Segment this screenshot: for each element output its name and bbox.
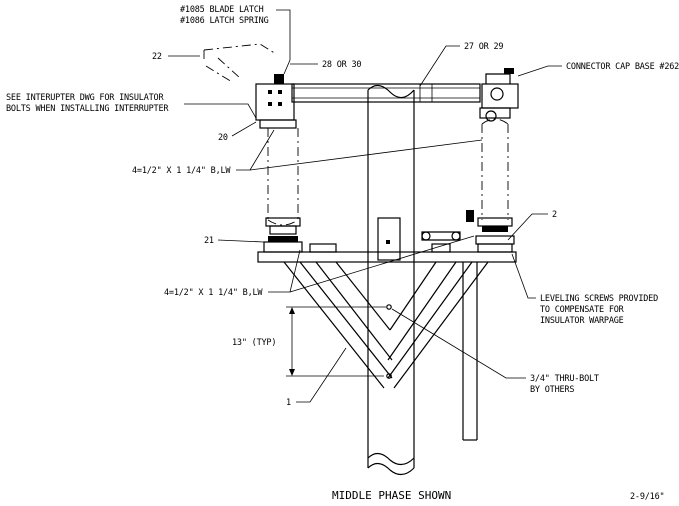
bolts-lower-label: 4=1/2" X 1 1/4" B,LW — [164, 288, 263, 298]
callout-2: 2 — [552, 210, 557, 220]
operating-pipe — [462, 262, 478, 441]
switch-blade — [291, 83, 481, 103]
dimension-13-typ: 13" (TYP) — [232, 338, 276, 348]
latch-spring-label: #1086 LATCH SPRING — [180, 16, 269, 26]
leader-lines — [168, 9, 562, 403]
callout-1: 1 — [286, 398, 291, 408]
right-insulator — [475, 118, 515, 253]
drawing-dimension: 2-9/16" — [630, 492, 664, 502]
pole-mounting-plate — [377, 217, 401, 261]
connector-jaw — [479, 68, 519, 122]
callout-27-29: 27 OR 29 — [464, 42, 503, 52]
v-brace — [283, 261, 489, 389]
blade-latch-label: #1085 BLADE LATCH — [180, 5, 264, 15]
interrupter-note-1: SEE INTERUPTER DWG FOR INSULATOR — [6, 93, 164, 103]
crossarm-hardware — [309, 210, 474, 253]
connector-cap-label: CONNECTOR CAP BASE #2628 — [566, 62, 679, 72]
leveling-note-2: TO COMPENSATE FOR — [540, 305, 625, 315]
hinge-block — [255, 74, 297, 129]
thru-bolt-note-1: 3/4" THRU-BOLT — [530, 374, 599, 384]
interrupter-note-2: BOLTS WHEN INSTALLING INTERRUPTER — [6, 104, 169, 114]
interrupter-outline — [203, 43, 277, 83]
callout-28-30: 28 OR 30 — [322, 60, 361, 70]
crossarm — [257, 251, 517, 263]
callout-21: 21 — [204, 236, 214, 246]
callout-20: 20 — [218, 133, 228, 143]
left-insulator — [263, 128, 303, 253]
drawing-caption: MIDDLE PHASE SHOWN — [332, 489, 451, 502]
utility-pole — [367, 84, 415, 476]
thru-bolt-note-2: BY OTHERS — [530, 385, 574, 395]
bolts-upper-label: 4=1/2" X 1 1/4" B,LW — [132, 166, 231, 176]
leveling-note-1: LEVELING SCREWS PROVIDED — [540, 294, 658, 304]
leveling-note-3: INSULATOR WARPAGE — [540, 316, 624, 326]
callout-22: 22 — [152, 52, 162, 62]
